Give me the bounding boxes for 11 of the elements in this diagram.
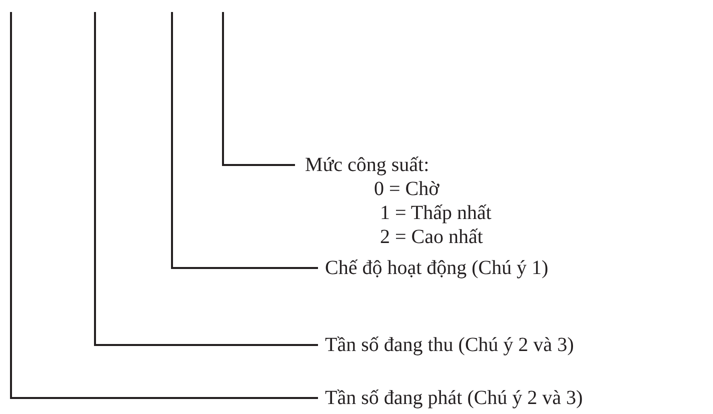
callout-text: Tần số đang phát (Chú ý 2 và 3)	[325, 386, 583, 410]
leader-line	[222, 12, 295, 166]
value-text: 2 = Cao nhất	[380, 225, 483, 249]
leader-line	[171, 12, 318, 269]
leader-line	[94, 12, 318, 346]
callout-text: Mức công suất:	[305, 153, 430, 177]
callout-text: Chế độ hoạt động (Chú ý 1)	[325, 256, 548, 280]
callout-text: Tần số đang thu (Chú ý 2 và 3)	[325, 333, 574, 357]
leader-line	[10, 12, 318, 399]
value-text: 1 = Thấp nhất	[380, 201, 492, 225]
value-text: 0 = Chờ	[374, 177, 440, 201]
